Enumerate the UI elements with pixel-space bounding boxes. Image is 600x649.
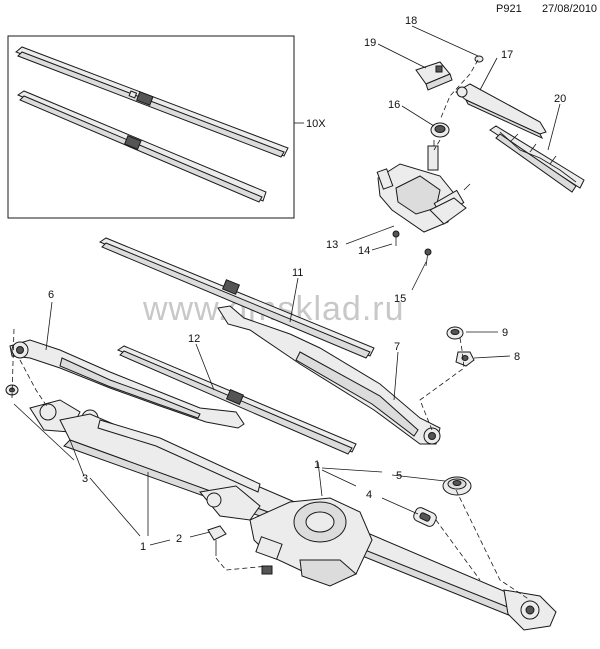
callout-1-top: 1	[314, 459, 320, 471]
rear-wiper-motor-13	[376, 140, 471, 233]
inset-blade-lower	[16, 90, 267, 203]
callout-5: 5	[396, 470, 402, 482]
callout-12: 12	[188, 333, 200, 345]
rear-wiper-blade-20	[489, 125, 585, 193]
front-wiper-blade-12	[116, 345, 357, 455]
front-wiper-arm-6	[9, 339, 245, 429]
callout-20: 20	[554, 93, 566, 105]
rear-wiper-nut-18	[474, 55, 484, 63]
callout-19: 19	[364, 37, 376, 49]
grommet-4	[413, 507, 437, 527]
callout-1-left: 1	[140, 541, 146, 553]
callout-4: 4	[366, 489, 372, 501]
diagram-code: P921	[496, 3, 522, 15]
inset-quantity-label: 10X	[306, 118, 326, 130]
bolt-2	[207, 525, 227, 556]
callout-8: 8	[514, 351, 520, 363]
callout-7: 7	[394, 341, 400, 353]
callout-15: 15	[394, 293, 406, 305]
callout-13: 13	[326, 239, 338, 251]
callout-3: 3	[82, 473, 88, 485]
callout-17: 17	[501, 49, 513, 61]
rear-wiper-cap-19	[415, 61, 453, 91]
callout-11: 11	[292, 267, 303, 279]
nut-9	[446, 326, 464, 340]
screw-14	[392, 230, 400, 246]
front-wiper-arm-7	[217, 305, 441, 445]
callout-18: 18	[405, 15, 417, 27]
wiper-motor-1	[249, 497, 373, 587]
callout-16: 16	[388, 99, 400, 111]
callout-14: 14	[358, 245, 370, 257]
grommet-16	[430, 122, 450, 138]
diagram-date: 27/08/2010	[542, 3, 598, 15]
callout-2: 2	[176, 533, 182, 545]
screw-15	[424, 248, 432, 267]
nut-8	[455, 351, 475, 367]
callout-6: 6	[48, 289, 54, 301]
front-wiper-blade-11	[98, 237, 375, 359]
callout-9: 9	[502, 327, 508, 339]
grommet-5	[442, 476, 472, 496]
rear-wiper-arm-17	[455, 83, 547, 140]
inset-blade-upper	[15, 46, 289, 158]
